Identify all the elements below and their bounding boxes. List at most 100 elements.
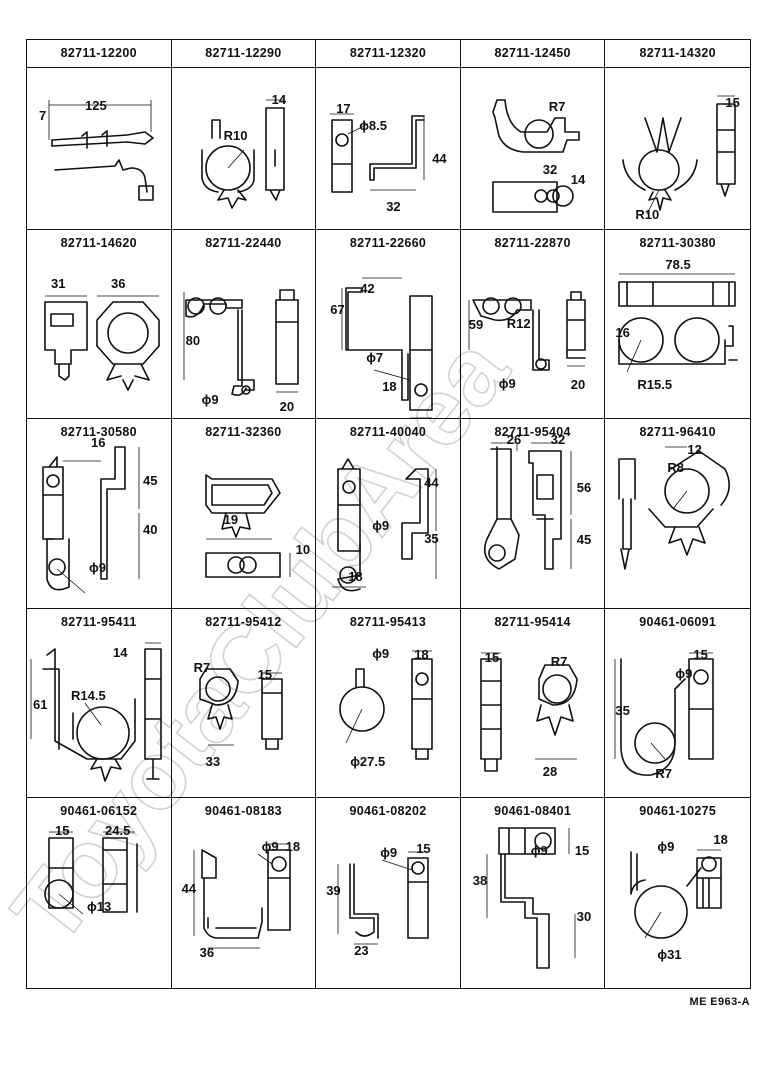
dimension-label: 18 <box>348 569 363 585</box>
dimension-label: ϕ9 <box>89 560 106 576</box>
part-number: 90461-08202 <box>349 804 427 819</box>
dimension-label: 44 <box>432 151 447 166</box>
dimension-label: 28 <box>542 763 558 779</box>
dimension-label: 61 <box>33 696 48 712</box>
dimension-label: R8 <box>667 460 685 476</box>
push-in-rivet-clip-drawing <box>48 100 154 201</box>
dimension-label: ϕ9 <box>657 839 675 855</box>
dimension-label: 36 <box>199 945 215 961</box>
z-bracket-drawing <box>486 827 576 970</box>
part-number: 82711-12450 <box>460 40 605 68</box>
ring-tab-clip-drawing <box>44 831 138 915</box>
dimension-label: R7 <box>548 99 566 114</box>
part-number: 82711-96410 <box>639 425 716 440</box>
figure-reference: ME E963-A <box>689 996 750 1008</box>
dimension-label: R15.5 <box>637 376 673 392</box>
double-clamp-with-eye-drawing <box>468 290 586 371</box>
dimension-label: 15 <box>257 666 273 682</box>
j-clamp-with-tab-drawing <box>614 652 715 776</box>
dimension-label: ϕ27.5 <box>350 753 386 769</box>
part-number: 82711-95411 <box>60 614 137 629</box>
dimension-label: ϕ9 <box>380 845 398 861</box>
part-number: 82711-22660 <box>349 235 427 250</box>
dimension-label: 80 <box>185 332 201 348</box>
dimension-label: 44 <box>424 475 439 491</box>
dimension-label: R7 <box>655 765 673 781</box>
dimension-label: 10 <box>295 542 311 558</box>
dimension-label: R14.5 <box>71 687 106 703</box>
dimension-label: ϕ9 <box>372 645 390 661</box>
dimension-label: 19 <box>223 512 239 528</box>
dimension-label: 15 <box>693 646 708 662</box>
j-bracket-with-tab-drawing <box>341 277 433 418</box>
dimension-label: 16 <box>615 324 630 340</box>
loop-clip-with-pin-b-drawing <box>479 652 578 772</box>
part-number: 82711-95412 <box>205 614 282 629</box>
dimension-label: R12 <box>506 315 531 331</box>
dimension-label: 17 <box>336 101 351 116</box>
part-number: 90461-06152 <box>60 804 138 819</box>
dimension-label: 15 <box>725 95 740 110</box>
dimension-label: ϕ9 <box>498 375 516 391</box>
dimension-label: 56 <box>576 480 592 496</box>
part-cell: 90461-06152 15 24.5 ϕ13 <box>27 798 172 988</box>
dimension-label: 39 <box>326 883 341 899</box>
u-hook-bracket-small-drawing <box>337 851 429 945</box>
dimension-label: 31 <box>51 275 66 291</box>
hook-bracket-with-eye-drawing <box>483 442 572 570</box>
dimension-label: R10 <box>223 128 248 143</box>
part-number: 82711-30380 <box>639 235 716 250</box>
large-clamp-with-pin-drawing <box>30 642 162 782</box>
dimension-label: ϕ7 <box>366 349 384 365</box>
dimension-label: ϕ9 <box>261 839 279 855</box>
dimension-label: 24.5 <box>105 823 131 839</box>
dimension-label: ϕ9 <box>530 843 548 859</box>
dimension-label: 45 <box>576 532 592 548</box>
hook-clamp-drawing <box>491 99 580 213</box>
part-number: 90461-10275 <box>639 804 717 819</box>
part-number: 82711-95413 <box>349 614 427 629</box>
twin-saddle-clip-drawing <box>44 295 160 391</box>
dimension-label: 20 <box>570 376 586 392</box>
dimension-label: 18 <box>382 378 397 394</box>
part-number: 90461-06091 <box>639 614 717 629</box>
dimension-label: 59 <box>468 316 484 332</box>
part-number: 90461-08401 <box>494 804 572 819</box>
dimension-label: 15 <box>574 843 590 859</box>
part-number: 82711-40040 <box>349 425 427 440</box>
dimension-label: 12 <box>687 442 702 458</box>
dimension-label: 15 <box>416 841 431 857</box>
small-loop-clip-drawing <box>198 667 283 750</box>
part-number: 82711-12290 <box>171 40 316 68</box>
dimension-label: ϕ31 <box>657 947 682 963</box>
dimension-label: R7 <box>193 659 211 675</box>
dimension-label: ϕ13 <box>87 899 112 915</box>
dimension-label: ϕ9 <box>372 518 390 534</box>
dimension-label: 15 <box>55 823 70 839</box>
dimension-label: 45 <box>143 473 158 489</box>
part-number: 82711-12320 <box>316 40 460 68</box>
part-number: 90461-08183 <box>204 804 282 819</box>
twin-ring-clamp-drawing <box>618 273 739 372</box>
dimension-label: 20 <box>279 398 295 414</box>
double-clamp-bracket-drawing <box>183 288 299 396</box>
dimension-label: 26 <box>506 432 522 448</box>
dimension-label: 38 <box>472 873 488 889</box>
dimension-label: 16 <box>91 435 106 451</box>
dimension-label: 18 <box>414 646 429 662</box>
